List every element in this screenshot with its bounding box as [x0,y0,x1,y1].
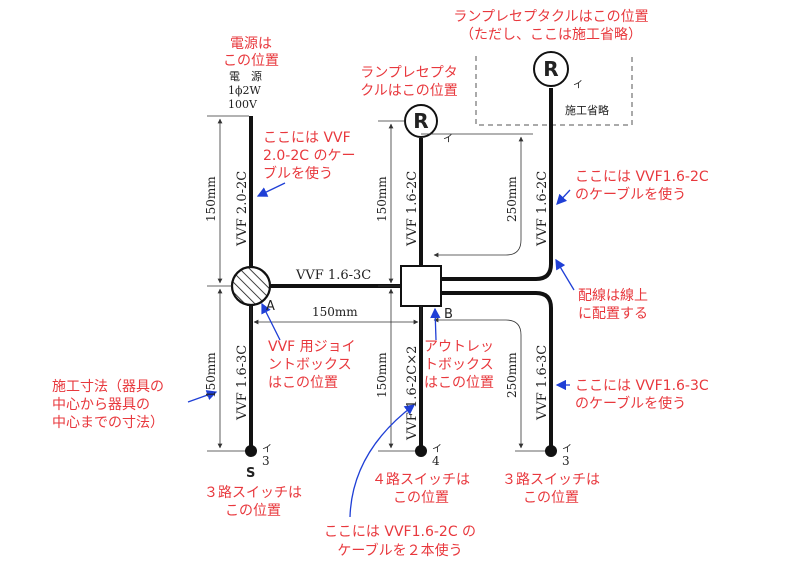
joint-box-label: A [266,299,275,314]
note-dimension-1: 施工寸法（器具の [52,379,164,395]
note-power-2: この位置 [223,53,279,69]
note-center-cable-1: ここには VVF1.6-2C の [324,524,476,540]
cable-right-lower: VVF 1.6-3C [535,345,550,421]
receptacle-main-symbol: R [413,109,428,133]
arrow-bend [555,258,575,291]
arrow-power-cable [256,182,286,197]
note-receptacle-main-2: クルはこの位置 [360,83,458,99]
note-dimension-3: 中心までの寸法） [52,415,164,431]
note-sw3-left-1: ３路スイッチは [204,485,302,501]
cable-center-upper: VVF 1.6-2C [405,171,420,247]
switch-4way-icon [415,445,427,457]
dim-center-upper: 150mm [375,176,389,222]
note-joint-1: VVF 用ジョイ [268,339,356,355]
cable-right-upper: VVF 1.6-2C [535,171,550,247]
note-power-cable-2: 2.0-2C のケー [263,148,355,164]
note-outlet-1: アウトレッ [424,339,494,355]
omit-label: 施工省略 [565,103,609,117]
dim-line-right-upper [433,136,524,258]
note-receptacle-main-1: ランプレセプタ [360,65,458,81]
note-right-upper-2: のケーブルを使う [575,186,686,203]
omitted-area-dashed-box [475,56,633,126]
arrow-outlet [430,307,441,341]
outlet-box [400,265,442,307]
power-label-2: 1ϕ2W [228,84,261,97]
switch-3way-left-icon [245,445,257,457]
note-outlet-3: はこの位置 [424,375,494,391]
switch-left-sub: イ [262,444,272,455]
arrow-center-cable [349,404,416,518]
switch-left-num: 3 [262,454,270,468]
dim-line-right-lower [433,317,524,449]
note-sw3-left-2: この位置 [225,503,281,519]
dim-power: 150mm [204,176,218,222]
note-power-cable-3: ブルを使う [263,165,333,182]
note-power-1: 電源は [230,36,272,52]
switch-right-sub: イ [562,444,572,455]
arrow-dimension [187,390,218,403]
dim-horizontal: 150mm [312,305,358,319]
note-right-upper-1: ここには VVF1.6-2C [575,169,709,185]
switch-center-num: 4 [432,454,440,468]
note-right-lower-1: ここには VVF1.6-3C [575,378,709,394]
dim-center-lower: 150mm [375,352,389,398]
note-sw4-2: この位置 [393,490,449,506]
cable-horizontal: VVF 1.6-3C [295,268,371,283]
dim-right-lower: 250mm [505,352,519,398]
note-sw4-1: ４路スイッチは [372,472,470,488]
cable-left-lower: VVF 1.6-3C [235,345,250,421]
note-receptacle-omitted-1: ランプレセプタクルはこの位置 [453,9,648,25]
wire-right-lower [441,291,553,447]
power-label-3: 100V [228,98,258,111]
arrow-right-upper [556,189,571,205]
switch-3way-right-icon [545,445,557,457]
cable-power: VVF 2.0-2C [235,171,250,247]
note-joint-2: ントボックス [268,357,352,373]
switch-center-sub: イ [432,444,442,455]
note-power-cable-1: ここには VVF [263,130,351,146]
note-sw3-right-2: この位置 [523,490,579,506]
switch-right-num: 3 [562,454,570,468]
joint-box [230,265,272,307]
note-bend-2: に配置する [578,306,648,322]
note-bend-1: 配線は線上 [578,288,648,304]
note-center-cable-2: ケーブルを２本使う [337,542,462,559]
receptacle-omitted-symbol: R [543,57,558,81]
note-joint-3: はこの位置 [268,375,338,391]
receptacle-main-sub: イ [443,134,453,145]
wire-right-upper [441,88,553,281]
note-receptacle-omitted-2: （ただし、ここは施工省略） [460,27,642,43]
receptacle-omitted-sub: イ [573,80,583,91]
receptacle-omitted-icon [533,51,569,87]
dim-right-upper: 250mm [505,176,519,222]
cable-center-lower: VVF 1.6-2C×2 [405,346,420,441]
arrow-joint [261,302,281,341]
note-right-lower-2: のケーブルを使う [575,395,686,412]
switch-left-letter: S [246,466,255,481]
note-outlet-2: トボックス [424,357,494,373]
note-sw3-right-1: ３路スイッチは [502,472,600,488]
note-dimension-2: 中心から器具の [52,397,150,413]
power-label-1: 電 源 [229,69,262,83]
outlet-box-label: B [444,307,453,322]
dim-left-lower: 150mm [204,352,218,398]
